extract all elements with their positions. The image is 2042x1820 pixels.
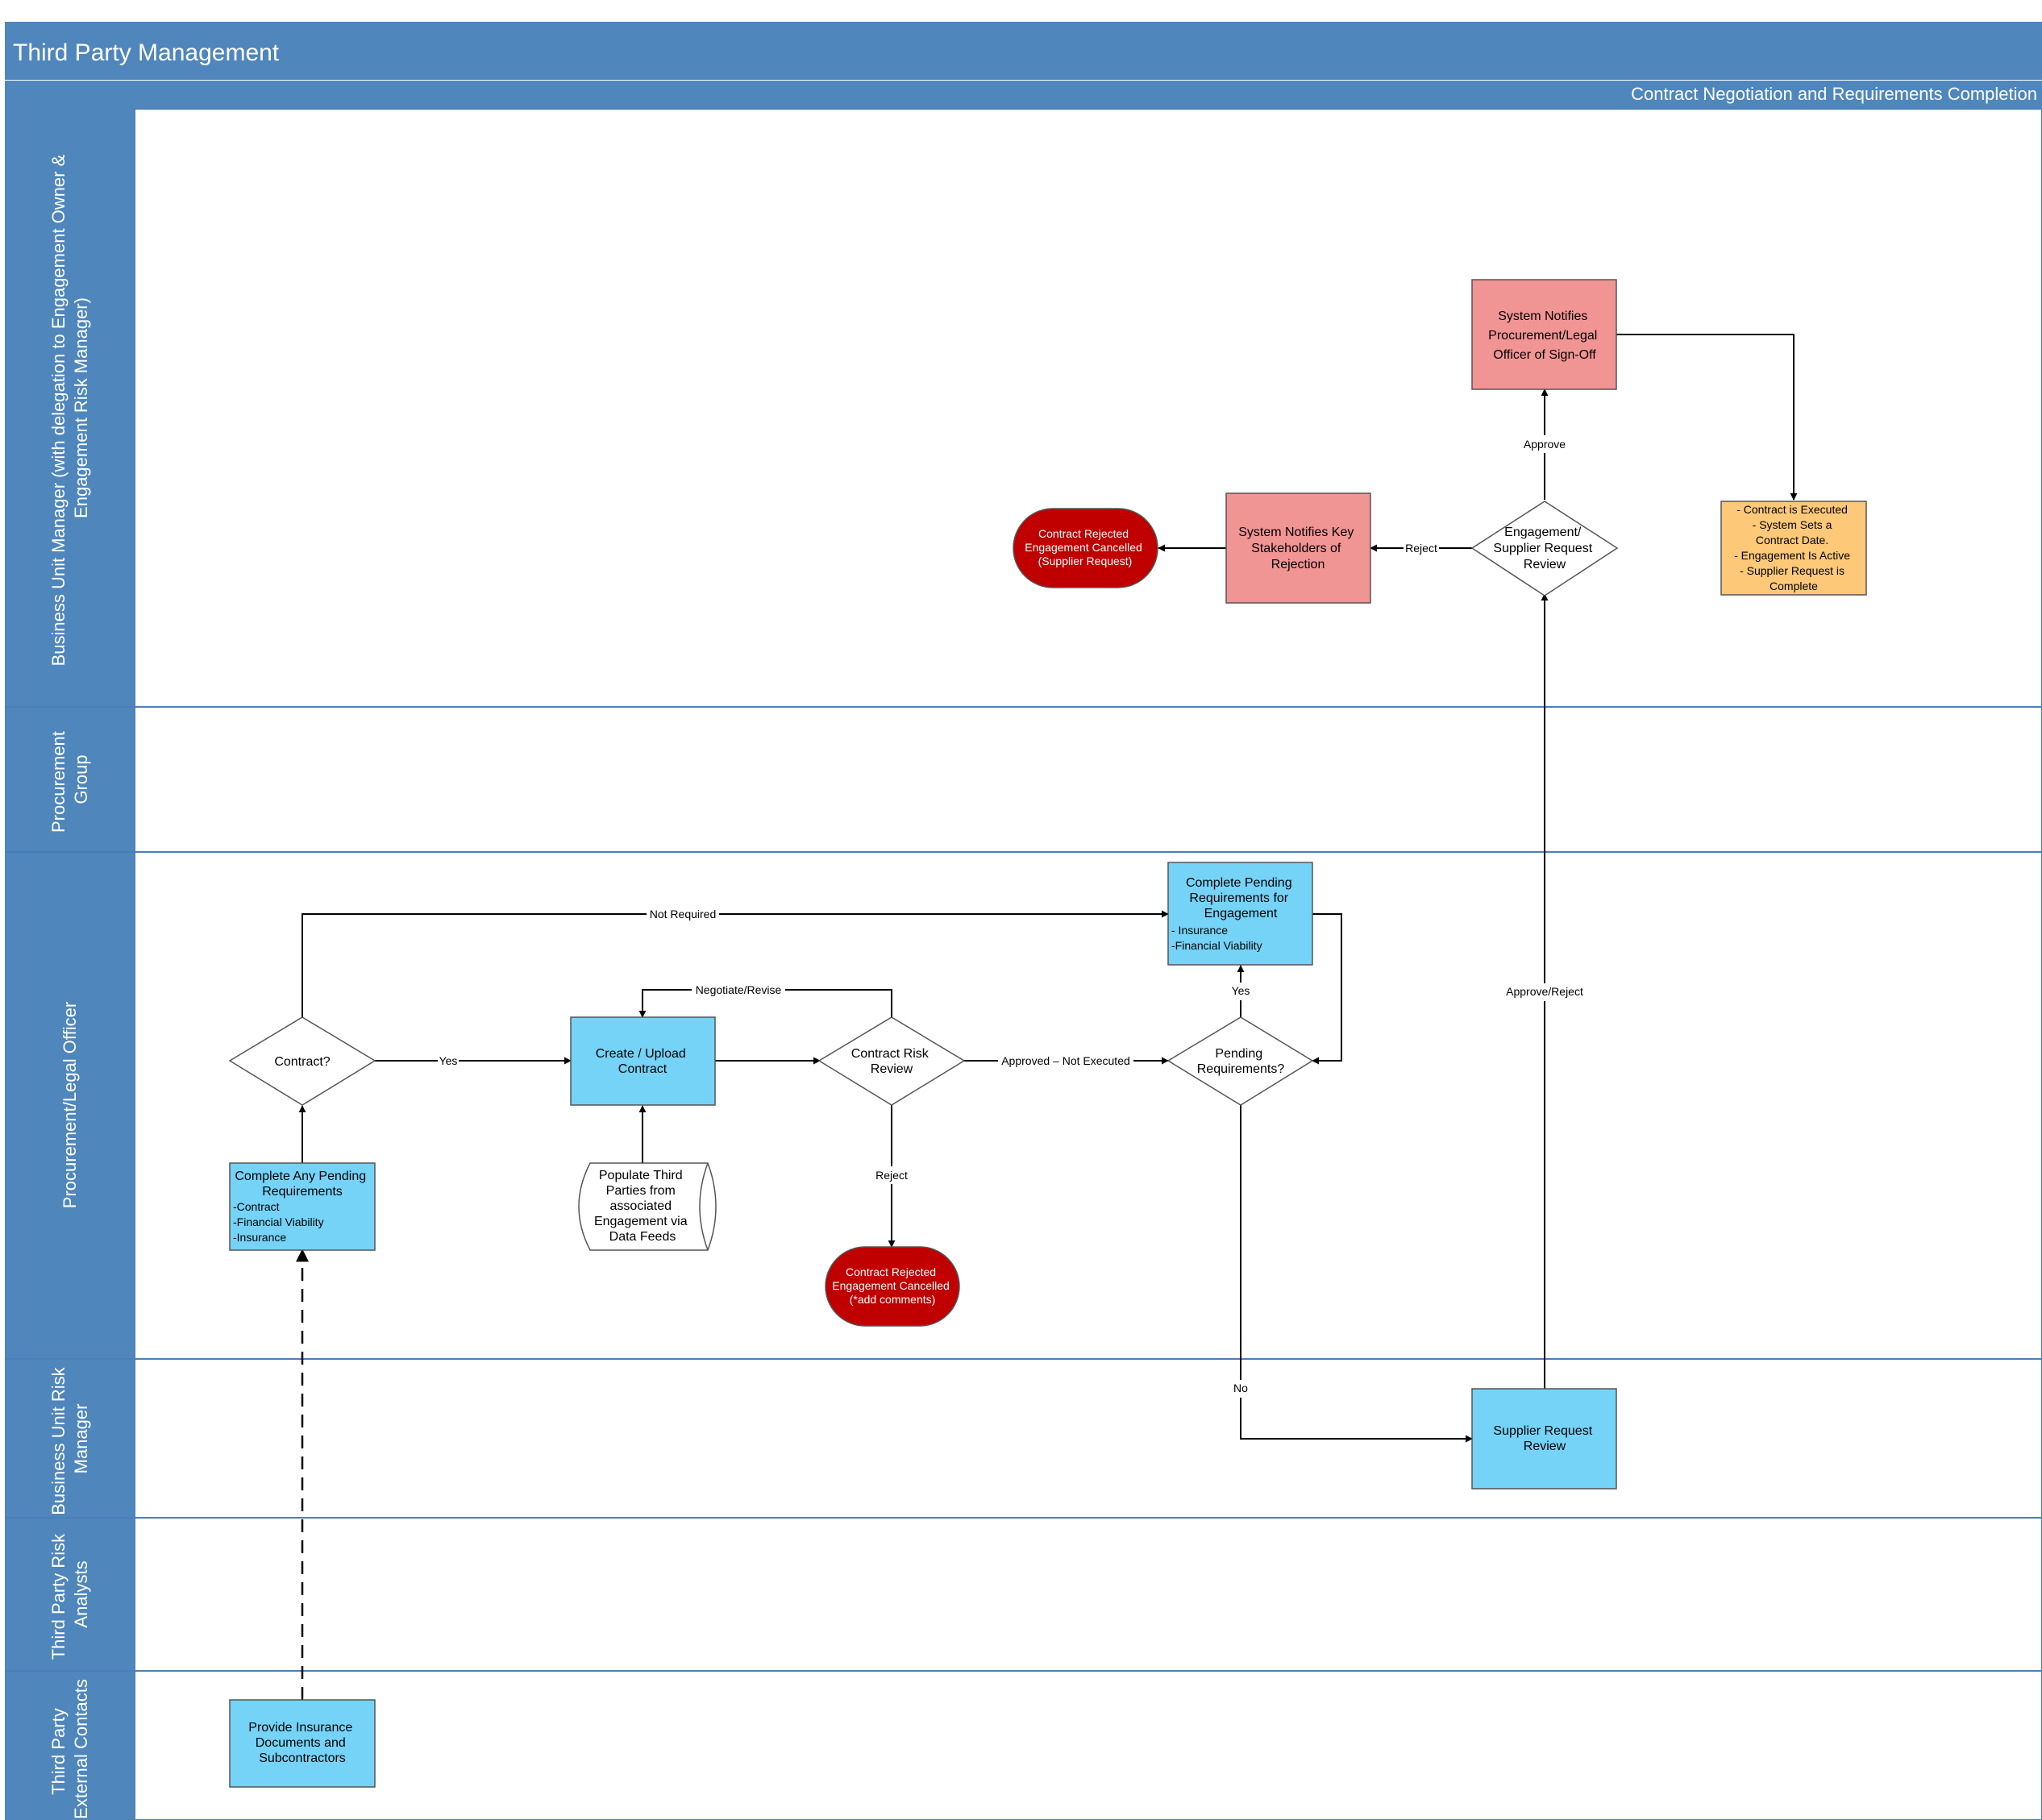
svg-text:System Notifies Procur: System Notifies Procurement/Legal Office… <box>1488 310 1601 362</box>
lane-label-business-unit-risk-manager: Business Unit Risk Manager <box>48 1362 91 1515</box>
node-contract-executed[interactable]: - Contract is Executed - System Sets a C… <box>1720 501 1867 596</box>
node-contract-decision[interactable]: Contract? <box>228 1016 376 1106</box>
edge-pending-no <box>1240 1104 1473 1443</box>
title-bar <box>5 22 2042 80</box>
node-pending-requirements-decision[interactable]: Pending Requirements? <box>1167 1016 1314 1106</box>
phase-bar <box>5 81 2042 109</box>
node-complete-pending-engagement[interactable]: Complete Pending Requirements for Engage… <box>1167 862 1313 966</box>
label-negotiate-revise: Negotiate/Revise <box>696 983 782 996</box>
diagram-title: Third Party Management <box>13 39 280 66</box>
node-provide-insurance[interactable]: Provide Insurance Documents and Subcontr… <box>229 1699 376 1788</box>
lane-label-procurement-group: Procurement Group <box>48 726 91 833</box>
node-create-upload-contract[interactable]: Create / Upload Contract <box>570 1016 716 1106</box>
node-system-notifies-rejection[interactable]: System Notifies Key Stakeholders of Reje… <box>1225 492 1371 604</box>
node-system-notifies-signoff[interactable]: System Notifies Procurement/Legal Office… <box>1471 279 1617 390</box>
svg-text:Contract?: Contract? <box>274 1055 330 1069</box>
node-supplier-request-review[interactable]: Supplier Request Review <box>1471 1388 1617 1490</box>
svg-text:Complete Any Pending R: Complete Any Pending Requirements <box>235 1170 369 1199</box>
label-not-required: Not Required <box>650 908 717 920</box>
label-approved-not-executed: Approved – Not Executed <box>1001 1054 1130 1067</box>
lane-label-third-party-risk-analysts: Third Party Risk Analysts <box>48 1529 91 1660</box>
label-reject-risk: Reject <box>875 1169 908 1182</box>
svg-text:Contract Risk Review: Contract Risk Review <box>851 1047 932 1076</box>
label-yes-contract: Yes <box>439 1054 458 1067</box>
node-complete-any-pending[interactable]: Complete Any Pending Requirements -Contr… <box>229 1162 376 1251</box>
swimlanes: Business Unit Manager (with delegation t… <box>5 108 2042 1820</box>
svg-text:-Contract -Financial V: -Contract -Financial Viability -Insuranc… <box>233 1200 326 1244</box>
node-populate-third-parties[interactable]: Populate Third Parties from associated E… <box>578 1162 717 1251</box>
svg-text:- Insurance -Financial: - Insurance -Financial Viability <box>1171 924 1262 952</box>
lane-label-procurement-legal-officer: Procurement/Legal Officer <box>60 1002 80 1208</box>
label-yes-pending: Yes <box>1232 984 1250 997</box>
label-approve-reject: Approve/Reject <box>1506 985 1583 998</box>
lane-label-third-party-external-contacts: Third Party External Contacts <box>48 1679 91 1819</box>
label-approve: Approve <box>1524 438 1566 451</box>
svg-text:Pending Requirements?: Pending Requirements? <box>1197 1047 1285 1076</box>
svg-text:Populate Third Parties: Populate Third Parties from associated E… <box>594 1169 691 1244</box>
svg-text:Contract Rejected Enga: Contract Rejected Engagement Cancelled (… <box>832 1265 952 1306</box>
svg-text:Supplier Request Revie: Supplier Request Review <box>1493 1424 1595 1453</box>
label-reject-top: Reject <box>1405 542 1437 555</box>
lane-body-area <box>134 108 2042 1820</box>
svg-text:System Notifies Key St: System Notifies Key Stakeholders of Reje… <box>1238 526 1358 571</box>
svg-text:Create / Upload Contra: Create / Upload Contract <box>596 1047 690 1076</box>
lane-header-column <box>5 109 135 1820</box>
svg-text:- Contract is Executed: - Contract is Executed - System Sets a C… <box>1734 503 1853 592</box>
edge-labels: Approve Reject Not Required Negotiate/Re… <box>438 435 1590 1398</box>
node-engagement-review-decision[interactable]: Engagement/ Supplier Request Review <box>1470 501 1619 596</box>
node-contract-rejected-supplier[interactable]: Contract Rejected Engagement Cancelled (… <box>1013 508 1158 588</box>
phase-title: Contract Negotiation and Requirements Co… <box>1631 84 2037 104</box>
edge-complete-to-pending <box>1312 913 1342 1065</box>
label-no: No <box>1233 1382 1248 1394</box>
svg-text:Provide Insurance Docu: Provide Insurance Documents and Subcontr… <box>248 1721 356 1765</box>
svg-text:Complete Pending Requi: Complete Pending Requirements for Engage… <box>1186 876 1295 920</box>
lane-label-business-unit-manager: Business Unit Manager (with delegation t… <box>48 150 91 667</box>
svg-text:Contract Rejected Enga: Contract Rejected Engagement Cancelled (… <box>1025 527 1145 567</box>
node-contract-risk-review[interactable]: Contract Risk Review <box>817 1016 966 1106</box>
diagram-header: Third Party Management Contract Negotiat… <box>5 22 2042 109</box>
edge-signoff-to-executed <box>1616 334 1798 501</box>
node-contract-rejected-comments[interactable]: Contract Rejected Engagement Cancelled (… <box>825 1246 960 1327</box>
edge-contract-not-required <box>302 910 1169 1017</box>
svg-text:Engagement/ Supplier R: Engagement/ Supplier Request Review <box>1493 526 1595 571</box>
nodes: System Notifies Procurement/Legal Office… <box>228 279 1867 1788</box>
